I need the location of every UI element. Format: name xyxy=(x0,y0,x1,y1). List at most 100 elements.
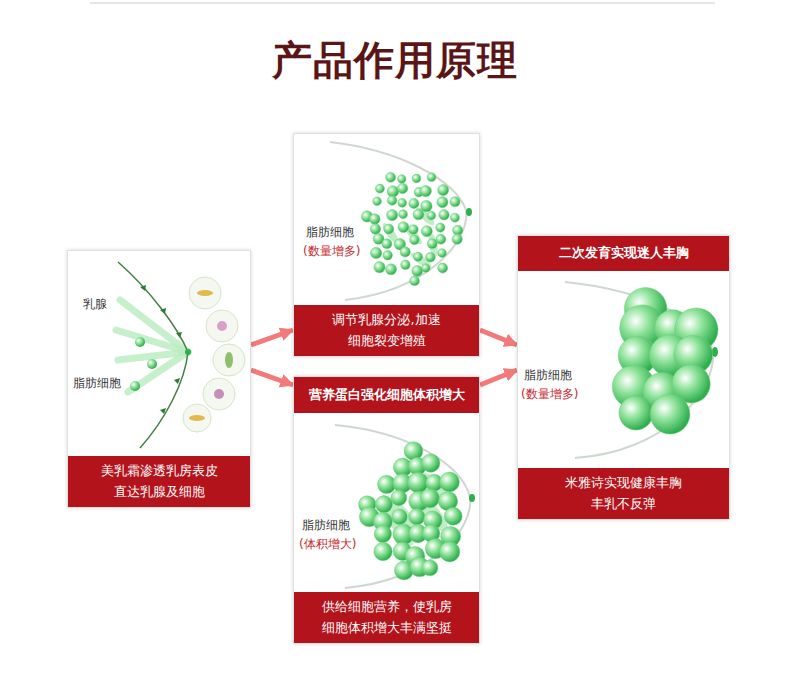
breast-section-1 xyxy=(116,262,245,448)
fat-cell xyxy=(401,260,410,269)
penetration-arrows xyxy=(140,285,182,414)
fat-cell xyxy=(387,210,398,221)
fat-cell xyxy=(374,262,385,273)
herb-bubble xyxy=(183,404,211,432)
fat-cell xyxy=(135,337,145,347)
fat-cell xyxy=(438,263,448,273)
nipple xyxy=(712,347,718,357)
fat-cell xyxy=(397,183,407,193)
fat-cell xyxy=(370,247,381,258)
fat-cell xyxy=(410,276,420,286)
part-note: (数量增多) xyxy=(521,387,578,403)
nipple xyxy=(466,208,472,216)
caption-band: 供给细胞营养，使乳房 细胞体积增大丰满坚挺 xyxy=(294,592,479,643)
fat-cell xyxy=(369,214,380,225)
part-label: 脂肪细胞 xyxy=(524,368,572,384)
fat-cell xyxy=(410,235,420,245)
caption-band: 米雅诗实现健康丰胸 丰乳不反弹 xyxy=(518,468,729,519)
fat-cell xyxy=(386,172,396,182)
fat-cell xyxy=(438,185,449,196)
breast-section-2 xyxy=(330,142,472,300)
fat-cell xyxy=(398,222,409,233)
fat-cell xyxy=(130,381,140,391)
fat-cell xyxy=(420,185,431,196)
step-panel: 乳腺脂肪细胞美乳霜渗透乳房表皮 直达乳腺及细胞 xyxy=(67,250,251,508)
band-text: 米雅诗实现健康丰胸 丰乳不反弹 xyxy=(562,473,686,513)
caption-band: 美乳霜渗透乳房表皮 直达乳腺及细胞 xyxy=(68,456,250,507)
header-band: 营养蛋白强化细胞体积增大 xyxy=(294,377,479,413)
fat-cell xyxy=(375,184,384,193)
fat-cell xyxy=(436,223,445,232)
fat-cell xyxy=(421,200,432,211)
flow-arrow xyxy=(251,330,293,345)
herb-bubble xyxy=(213,344,245,376)
page-title: 产品作用原理 xyxy=(0,36,790,84)
band-text: 调节乳腺分泌,加速 细胞裂变增殖 xyxy=(328,310,446,350)
band-text: 美乳霜渗透乳房表皮 直达乳腺及细胞 xyxy=(97,461,222,501)
fat-cell xyxy=(408,472,429,493)
fat-cell xyxy=(420,489,439,508)
breast-section-3 xyxy=(335,425,475,588)
fat-cell xyxy=(452,234,462,244)
fat-cell xyxy=(437,197,448,208)
fat-cell xyxy=(422,264,431,273)
fat-cell xyxy=(422,560,438,576)
caption-band: 调节乳腺分泌,加速 细胞裂变增殖 xyxy=(294,305,479,356)
fat-cell xyxy=(439,210,449,220)
fat-cell xyxy=(373,197,382,206)
fat-cell xyxy=(398,198,407,207)
fat-cell xyxy=(450,197,460,207)
fat-cell xyxy=(400,247,410,257)
fat-cell xyxy=(397,175,406,184)
fat-cell xyxy=(412,174,421,183)
herb xyxy=(225,352,233,368)
part-note: (体积增大) xyxy=(299,537,356,553)
fat-cell xyxy=(382,239,392,249)
nipple xyxy=(469,494,475,502)
fat-cell xyxy=(374,525,391,542)
herb xyxy=(197,290,213,296)
fat-cell xyxy=(427,211,436,220)
breast-outline xyxy=(330,142,466,300)
herb-bubble xyxy=(206,310,238,342)
flow-arrow xyxy=(480,330,517,345)
herb-bubble xyxy=(189,277,221,309)
fat-cell xyxy=(440,542,460,562)
part-label: 脂肪细胞 xyxy=(302,518,350,534)
fat-cell xyxy=(412,265,423,276)
fat-cell xyxy=(375,496,392,513)
header-band: 二次发育实现迷人丰胸 xyxy=(518,236,729,271)
breast-outline xyxy=(335,425,470,588)
fat-cell xyxy=(427,173,436,182)
fat-cell xyxy=(386,264,397,275)
fat-cell xyxy=(370,224,380,234)
fat-cell xyxy=(438,249,447,258)
fat-cell xyxy=(387,196,397,206)
nipple xyxy=(185,349,191,355)
fat-cell xyxy=(650,394,690,434)
fat-cell xyxy=(383,251,393,261)
fat-cell xyxy=(413,209,424,220)
fat-cell xyxy=(436,234,446,244)
herb xyxy=(189,415,205,421)
herb xyxy=(214,389,224,399)
fat-cell xyxy=(619,396,653,430)
band-text: 供给细胞营养，使乳房 细胞体积增大丰满坚挺 xyxy=(319,597,455,637)
band-text: 二次发育实现迷人丰胸 xyxy=(559,243,689,263)
fat-cell xyxy=(374,542,392,560)
fat-cell xyxy=(391,490,407,506)
step-panel: 脂肪细胞(数量增多)调节乳腺分泌,加速 细胞裂变增殖 xyxy=(293,133,480,357)
fat-cell xyxy=(453,225,463,235)
fat-cell xyxy=(440,472,460,492)
step-panel: 脂肪细胞 (体积增大) 营养蛋白强化细胞体积增大供给细胞营养，使乳房 细胞体积增大丰… xyxy=(293,376,480,644)
top-rule xyxy=(90,3,715,4)
part-note: 脂肪细胞 xyxy=(73,376,121,392)
band-text: 营养蛋白强化细胞体积增大 xyxy=(309,385,465,405)
fat-cell xyxy=(392,509,408,525)
fat-cell xyxy=(426,252,436,262)
fat-cell xyxy=(384,224,394,234)
fat-cell xyxy=(444,507,462,525)
flow-arrow xyxy=(251,370,293,385)
part-label: 脂肪细胞 xyxy=(306,225,354,241)
